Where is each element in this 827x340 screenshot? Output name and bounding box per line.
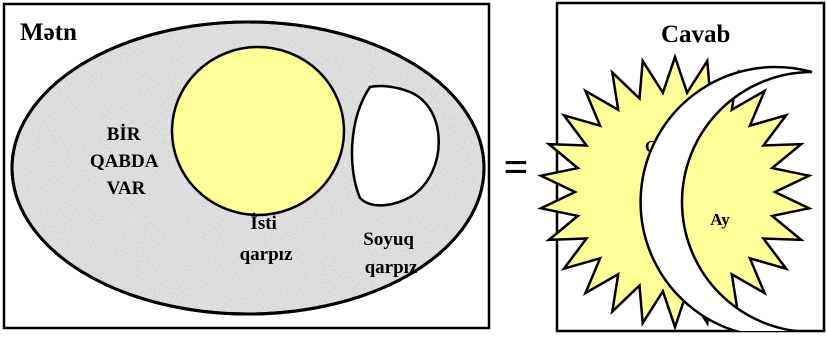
container-label-line: BİR — [107, 124, 141, 145]
container-label: BİR QABDA VAR — [90, 124, 162, 199]
container-label-line: QABDA — [90, 151, 159, 172]
hot-watermelon-label-line: İsti — [250, 213, 276, 234]
right-panel-title: Cavab — [661, 21, 730, 48]
hot-watermelon-label-line: qarpız — [240, 244, 293, 265]
left-panel-title: Mətn — [20, 19, 77, 46]
cold-watermelon-half — [350, 84, 440, 207]
cold-watermelon-label-line: Soyuq — [363, 229, 414, 250]
cold-watermelon-label-line: qarpız — [365, 257, 418, 278]
container-ellipse-outline — [10, 20, 486, 316]
container-label-line: VAR — [107, 178, 146, 199]
left-panel: Mətn BİR QABDA VAR İsti qarpız Soyuq qar… — [2, 2, 491, 330]
right-panel: Cavab Günəş Ay — [537, 1, 826, 333]
cold-watermelon-label: Soyuq qarpız — [363, 229, 418, 278]
equals-sign: = — [503, 143, 528, 192]
moon-group — [639, 65, 813, 331]
hot-watermelon-label: İsti qarpız — [240, 213, 293, 265]
moon-label: Ay — [710, 210, 730, 229]
moon-icon — [639, 65, 813, 331]
hot-watermelon-circle — [170, 45, 346, 217]
